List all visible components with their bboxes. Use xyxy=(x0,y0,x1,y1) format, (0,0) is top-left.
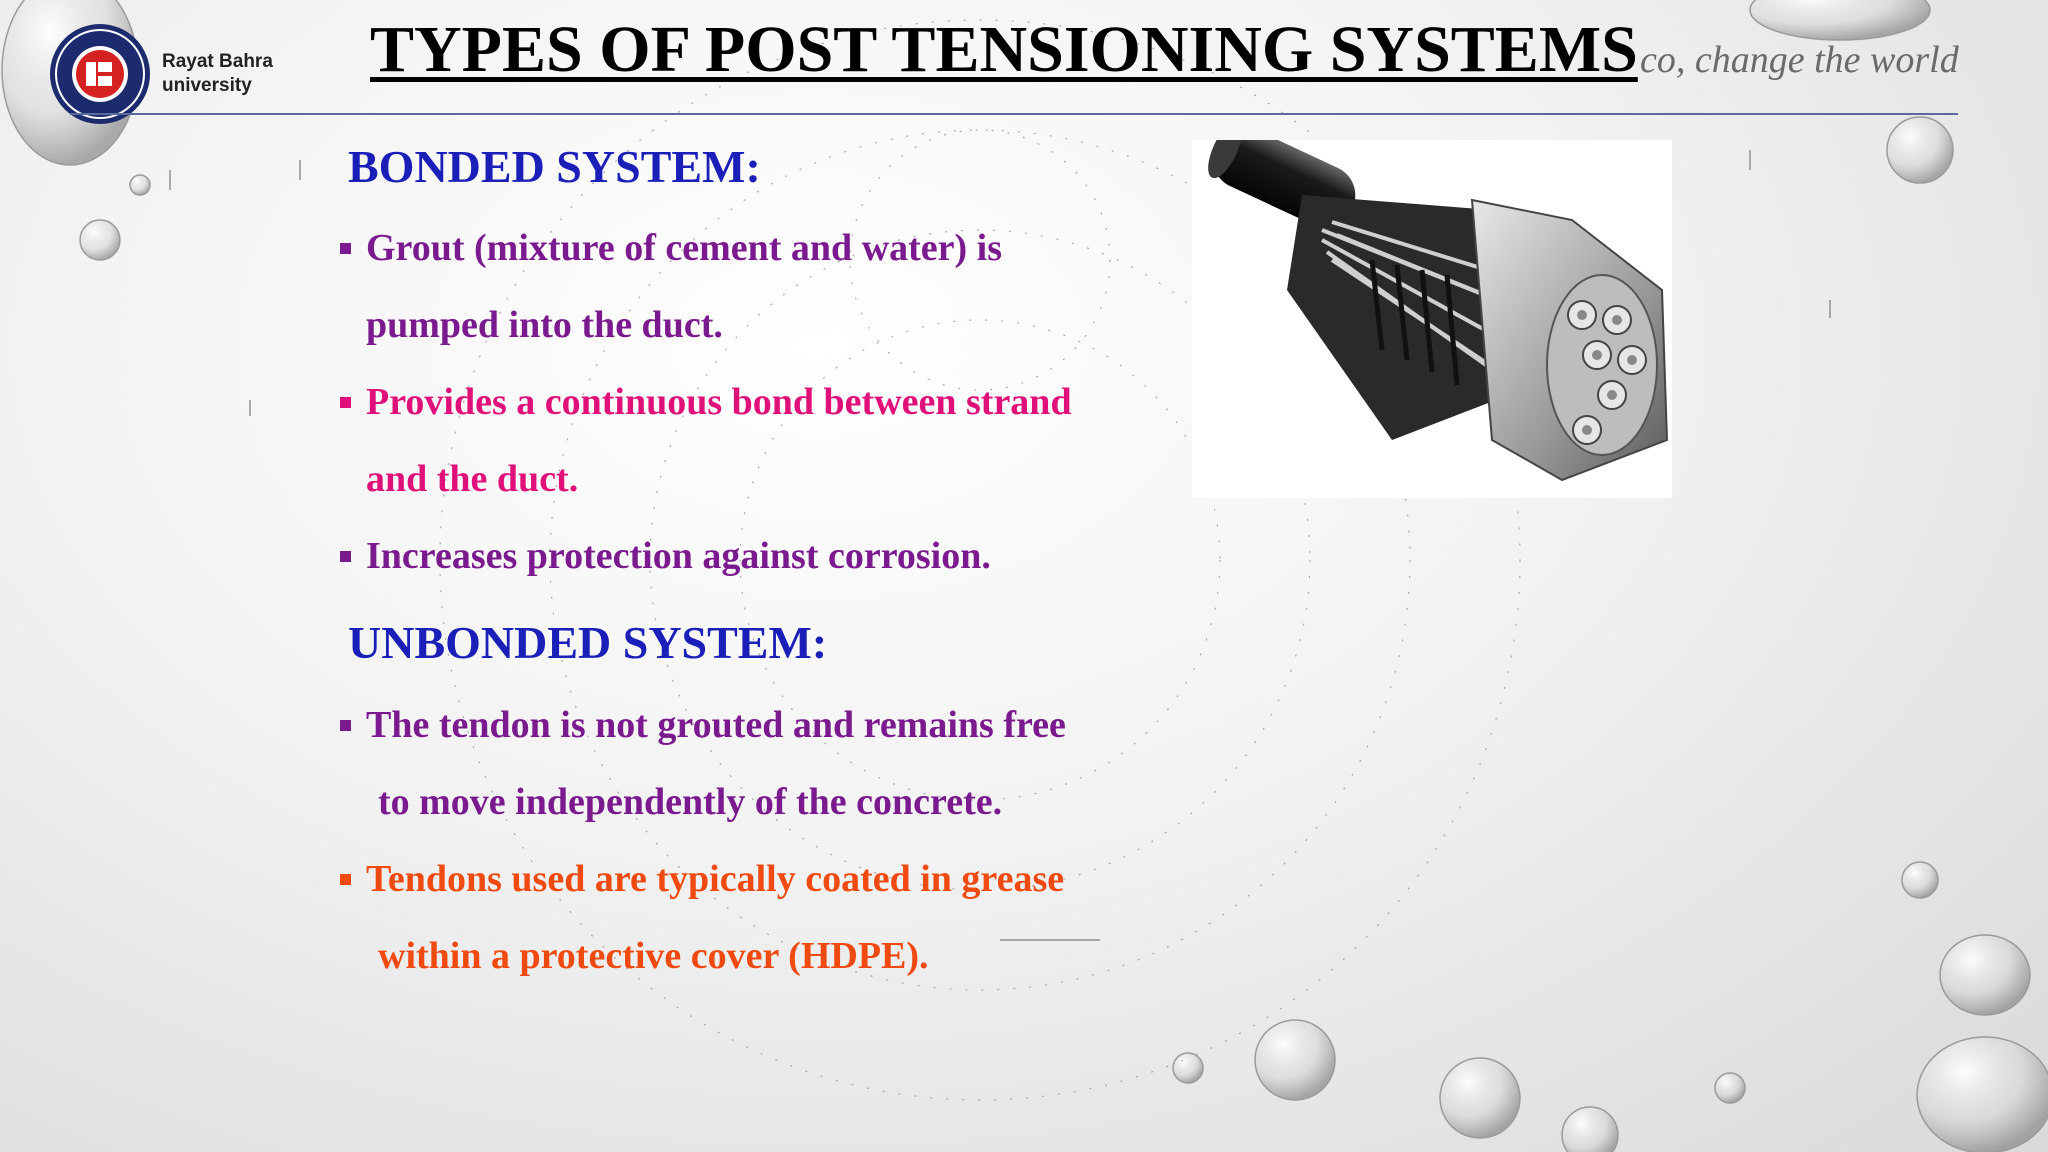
logo-line-1: Rayat Bahra xyxy=(162,51,273,72)
unbonded-heading: UNBONDED SYSTEM: xyxy=(348,617,828,668)
bullet-marker xyxy=(340,720,351,731)
post-tensioning-anchor-cutaway-icon xyxy=(1208,121,1669,482)
university-seal-icon xyxy=(50,24,150,124)
bullet-marker xyxy=(340,397,351,408)
bonded-bullet-1-line-2: pumped into the duct. xyxy=(366,304,723,346)
anchorage-figure xyxy=(1192,121,1672,498)
unbonded-bullet-2-line-1: Tendons used are typically coated in gre… xyxy=(366,858,1065,900)
bonded-bullet-3-line-1: Increases protection against corrosion. xyxy=(366,535,991,577)
slide-title: TYPES OF POST TENSIONING SYSTEMS xyxy=(370,13,1638,86)
unbonded-bullet-1-line-2: to move independently of the concrete. xyxy=(378,781,1003,823)
bonded-heading: BONDED SYSTEM: xyxy=(348,141,761,192)
header-divider xyxy=(70,113,1958,115)
bullet-marker xyxy=(340,874,351,885)
bullet-marker xyxy=(340,551,351,562)
university-logo[interactable]: Rayat Bahra university xyxy=(48,22,273,126)
tagline: co, change the world xyxy=(1640,39,1959,81)
university-name: Rayat Bahra university xyxy=(162,50,273,98)
bullet-marker xyxy=(340,243,351,254)
bonded-bullet-2-line-1: Provides a continuous bond between stran… xyxy=(366,381,1072,423)
bonded-bullet-2-line-2: and the duct. xyxy=(366,458,579,500)
logo-line-2: university xyxy=(162,75,252,96)
bonded-bullet-1-line-1: Grout (mixture of cement and water) is xyxy=(366,227,1003,269)
unbonded-bullet-2-line-2: within a protective cover (HDPE). xyxy=(378,935,929,977)
unbonded-bullet-1-line-1: The tendon is not grouted and remains fr… xyxy=(366,704,1066,746)
